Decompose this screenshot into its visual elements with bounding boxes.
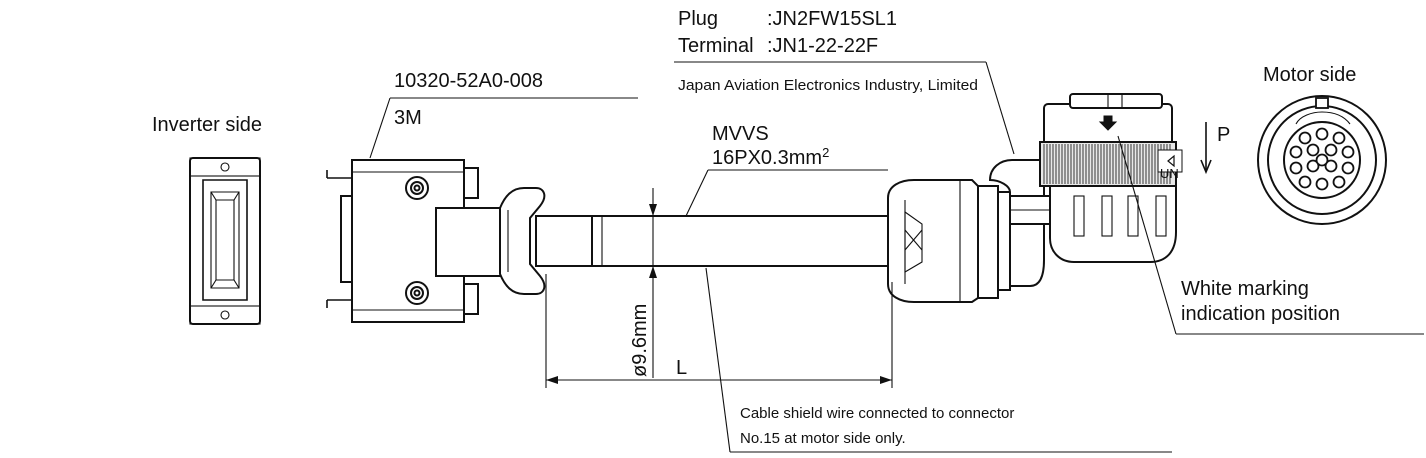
white-marking-line1: White marking: [1181, 278, 1309, 300]
white-marking-line2: indication position: [1181, 303, 1340, 325]
arrow-up-icon: [1098, 115, 1118, 131]
connector-pin: [1341, 145, 1355, 159]
inverter-side-label: Inverter side: [152, 114, 262, 136]
terminal-label: Terminal: [678, 35, 754, 57]
shield-note-callout: Cable shield wire connected to connector…: [705, 267, 1172, 453]
shield-note-line2: No.15 at motor side only.: [740, 430, 906, 447]
mounting-hole-icon: [220, 162, 230, 172]
connector-pin: [1298, 131, 1312, 145]
plug-side-mark: UN: [1160, 166, 1179, 181]
direction-p-indicator: P: [1200, 122, 1230, 175]
motor-side-connector-front-view: Motor side: [1257, 64, 1387, 225]
inverter-connector-callout: 10320-52A0-008 3M: [369, 70, 638, 159]
connector-pin: [1306, 159, 1320, 173]
terminal-part: :JN1-22-22F: [767, 35, 878, 57]
cable-spec: 16PX0.3mm2: [712, 145, 829, 169]
connector-pin: [1289, 145, 1303, 159]
screw-icon: [405, 176, 429, 200]
inverter-connector-part: 10320-52A0-008: [394, 70, 543, 92]
motor-plug-side-view: UN: [887, 93, 1183, 303]
connector-pin: [1289, 161, 1303, 175]
white-marking-callout: White marking indication position: [1117, 135, 1424, 335]
connector-pin: [1332, 175, 1346, 189]
screw-icon: [405, 281, 429, 305]
knurl-pattern: [1043, 144, 1171, 184]
cable: [535, 215, 893, 267]
length-label: L: [676, 357, 687, 379]
connector-pin: [1315, 177, 1329, 191]
connector-pin: [1332, 131, 1346, 145]
connector-pins: [1289, 127, 1355, 191]
diameter-label: ø9.6mm: [629, 304, 651, 377]
connector-pin: [1324, 143, 1338, 157]
connector-pin: [1341, 161, 1355, 175]
inverter-connector-maker: 3M: [394, 107, 422, 129]
cable-spec-callout: MVVS 16PX0.3mm2: [685, 123, 888, 217]
diameter-dimension: ø9.6mm: [629, 188, 657, 378]
mounting-hole-icon: [220, 310, 230, 320]
plug-callout: Plug :JN2FW15SL1 Terminal :JN1-22-22F Ja…: [674, 8, 1015, 155]
length-dimension: L: [545, 274, 893, 388]
motor-side-label: Motor side: [1263, 64, 1356, 86]
connector-pin: [1315, 127, 1329, 141]
cable-type: MVVS: [712, 123, 769, 145]
shield-note-line1: Cable shield wire connected to connector: [740, 405, 1014, 422]
direction-p-label: P: [1217, 124, 1230, 146]
connector-pin: [1315, 153, 1329, 167]
manufacturer-label: Japan Aviation Electronics Industry, Lim…: [678, 77, 978, 94]
inverter-side-connector-front-view: Inverter side: [152, 114, 262, 325]
plug-part: :JN2FW15SL1: [767, 8, 897, 30]
connector-pin: [1298, 175, 1312, 189]
inverter-connector-side-view: [326, 159, 546, 323]
plug-label: Plug: [678, 8, 718, 30]
arrow-left-icon: [1167, 154, 1175, 168]
connector-pin: [1306, 143, 1320, 157]
connector-pin: [1324, 159, 1338, 173]
